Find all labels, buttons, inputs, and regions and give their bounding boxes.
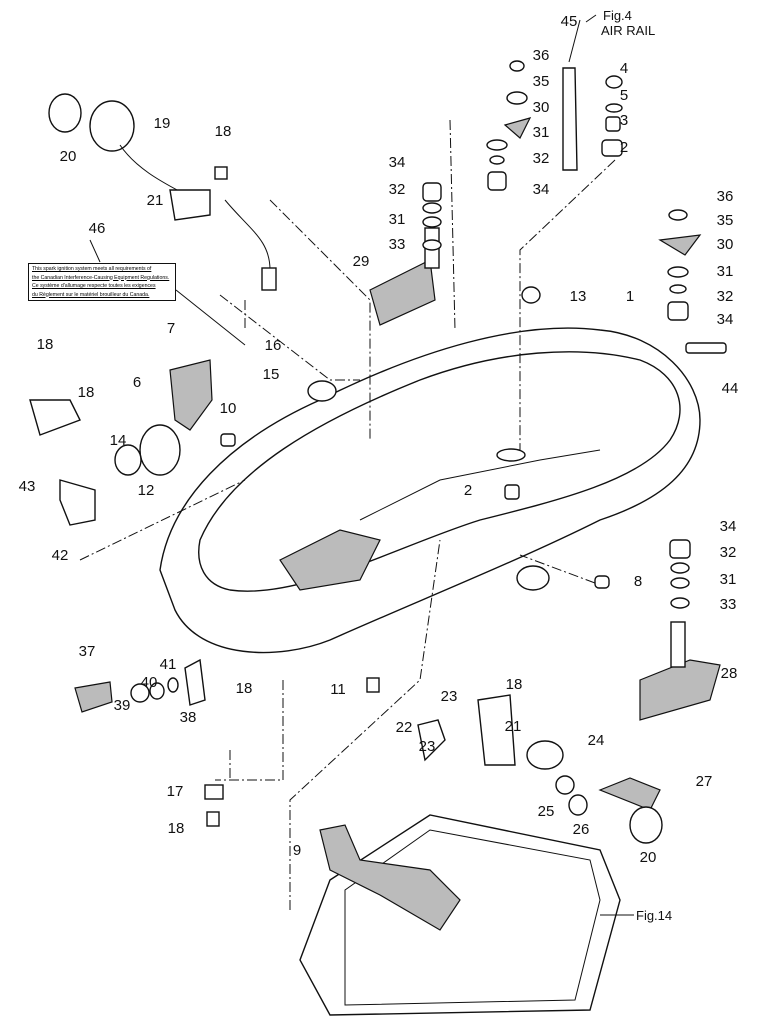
callout-7[interactable]: 7	[167, 320, 175, 337]
callout-23[interactable]: 23	[441, 688, 458, 705]
air-rail-hose	[562, 67, 578, 171]
callout-16[interactable]: 16	[265, 337, 282, 354]
callout-34[interactable]: 34	[389, 154, 406, 171]
callout-30[interactable]: 30	[533, 99, 550, 116]
callout-35[interactable]: 35	[533, 73, 550, 90]
callout-18[interactable]: 18	[236, 680, 253, 697]
callout-17[interactable]: 17	[167, 783, 184, 800]
callout-8[interactable]: 8	[634, 573, 642, 590]
fig14-reference[interactable]: Fig.14	[636, 908, 672, 923]
callout-4[interactable]: 4	[620, 60, 628, 77]
callout-31[interactable]: 31	[720, 571, 737, 588]
callout-24[interactable]: 24	[588, 732, 605, 749]
callout-31[interactable]: 31	[717, 263, 734, 280]
callout-9[interactable]: 9	[293, 842, 301, 859]
callout-35[interactable]: 35	[717, 212, 734, 229]
callout-41[interactable]: 41	[160, 656, 177, 673]
callout-33[interactable]: 33	[720, 596, 737, 613]
fig4-reference[interactable]: Fig.4	[603, 8, 632, 23]
callout-18[interactable]: 18	[168, 820, 185, 837]
part-9-bracket	[319, 824, 461, 931]
callout-20[interactable]: 20	[60, 148, 77, 165]
callout-21[interactable]: 21	[505, 718, 522, 735]
callout-12[interactable]: 12	[138, 482, 155, 499]
callout-31[interactable]: 31	[389, 211, 406, 228]
callout-43[interactable]: 43	[19, 478, 36, 495]
callout-23[interactable]: 23	[419, 738, 436, 755]
air-rail-label: AIR RAIL	[601, 23, 655, 38]
callout-34[interactable]: 34	[533, 181, 550, 198]
sticker-line: Ce système d'allumage respecte toutes le…	[32, 283, 156, 289]
callout-22[interactable]: 22	[396, 719, 413, 736]
sticker-line: the Canadian Interference-Causing Equipm…	[32, 274, 170, 281]
callout-20[interactable]: 20	[640, 849, 657, 866]
callout-32[interactable]: 32	[533, 150, 550, 167]
callout-29[interactable]: 29	[353, 253, 370, 270]
callout-38[interactable]: 38	[180, 709, 197, 726]
callout-32[interactable]: 32	[389, 181, 406, 198]
callout-42[interactable]: 42	[52, 547, 69, 564]
callout-2[interactable]: 2	[464, 482, 472, 499]
callout-46[interactable]: 46	[89, 220, 106, 237]
callout-32[interactable]: 32	[720, 544, 737, 561]
callout-34[interactable]: 34	[720, 518, 737, 535]
warning-sticker: This spark ignition system meets all req…	[28, 263, 176, 301]
callout-13[interactable]: 13	[570, 288, 587, 305]
callout-39[interactable]: 39	[114, 697, 131, 714]
callout-3[interactable]: 3	[620, 112, 628, 129]
callout-36[interactable]: 36	[717, 188, 734, 205]
callout-37[interactable]: 37	[79, 643, 96, 660]
callout-15[interactable]: 15	[263, 366, 280, 383]
callout-40[interactable]: 40	[141, 674, 158, 691]
small-parts	[366, 60, 727, 693]
callout-6[interactable]: 6	[133, 374, 141, 391]
callout-1[interactable]: 1	[626, 288, 634, 305]
callout-14[interactable]: 14	[110, 432, 127, 449]
callout-30[interactable]: 30	[717, 236, 734, 253]
callout-31[interactable]: 31	[533, 124, 550, 141]
sticker-line: This spark ignition system meets all req…	[32, 266, 152, 272]
callout-36[interactable]: 36	[533, 47, 550, 64]
callout-11[interactable]: 11	[330, 681, 346, 698]
callout-18[interactable]: 18	[78, 384, 95, 401]
sticker-line: du Règlement sur le matériel brouilleur …	[32, 291, 150, 298]
callout-18[interactable]: 18	[215, 123, 232, 140]
callout-10[interactable]: 10	[220, 400, 237, 417]
callout-5[interactable]: 5	[620, 87, 628, 104]
callout-2[interactable]: 2	[620, 139, 628, 156]
callout-32[interactable]: 32	[717, 288, 734, 305]
callout-21[interactable]: 21	[147, 192, 164, 209]
callout-19[interactable]: 19	[154, 115, 171, 132]
callout-27[interactable]: 27	[696, 773, 713, 790]
callout-26[interactable]: 26	[573, 821, 590, 838]
callout-25[interactable]: 25	[538, 803, 555, 820]
callout-45[interactable]: 45	[561, 13, 578, 30]
callout-33[interactable]: 33	[389, 236, 406, 253]
callout-18[interactable]: 18	[37, 336, 54, 353]
callout-34[interactable]: 34	[717, 311, 734, 328]
callout-18[interactable]: 18	[506, 676, 523, 693]
callout-28[interactable]: 28	[721, 665, 738, 682]
callout-44[interactable]: 44	[722, 380, 739, 397]
